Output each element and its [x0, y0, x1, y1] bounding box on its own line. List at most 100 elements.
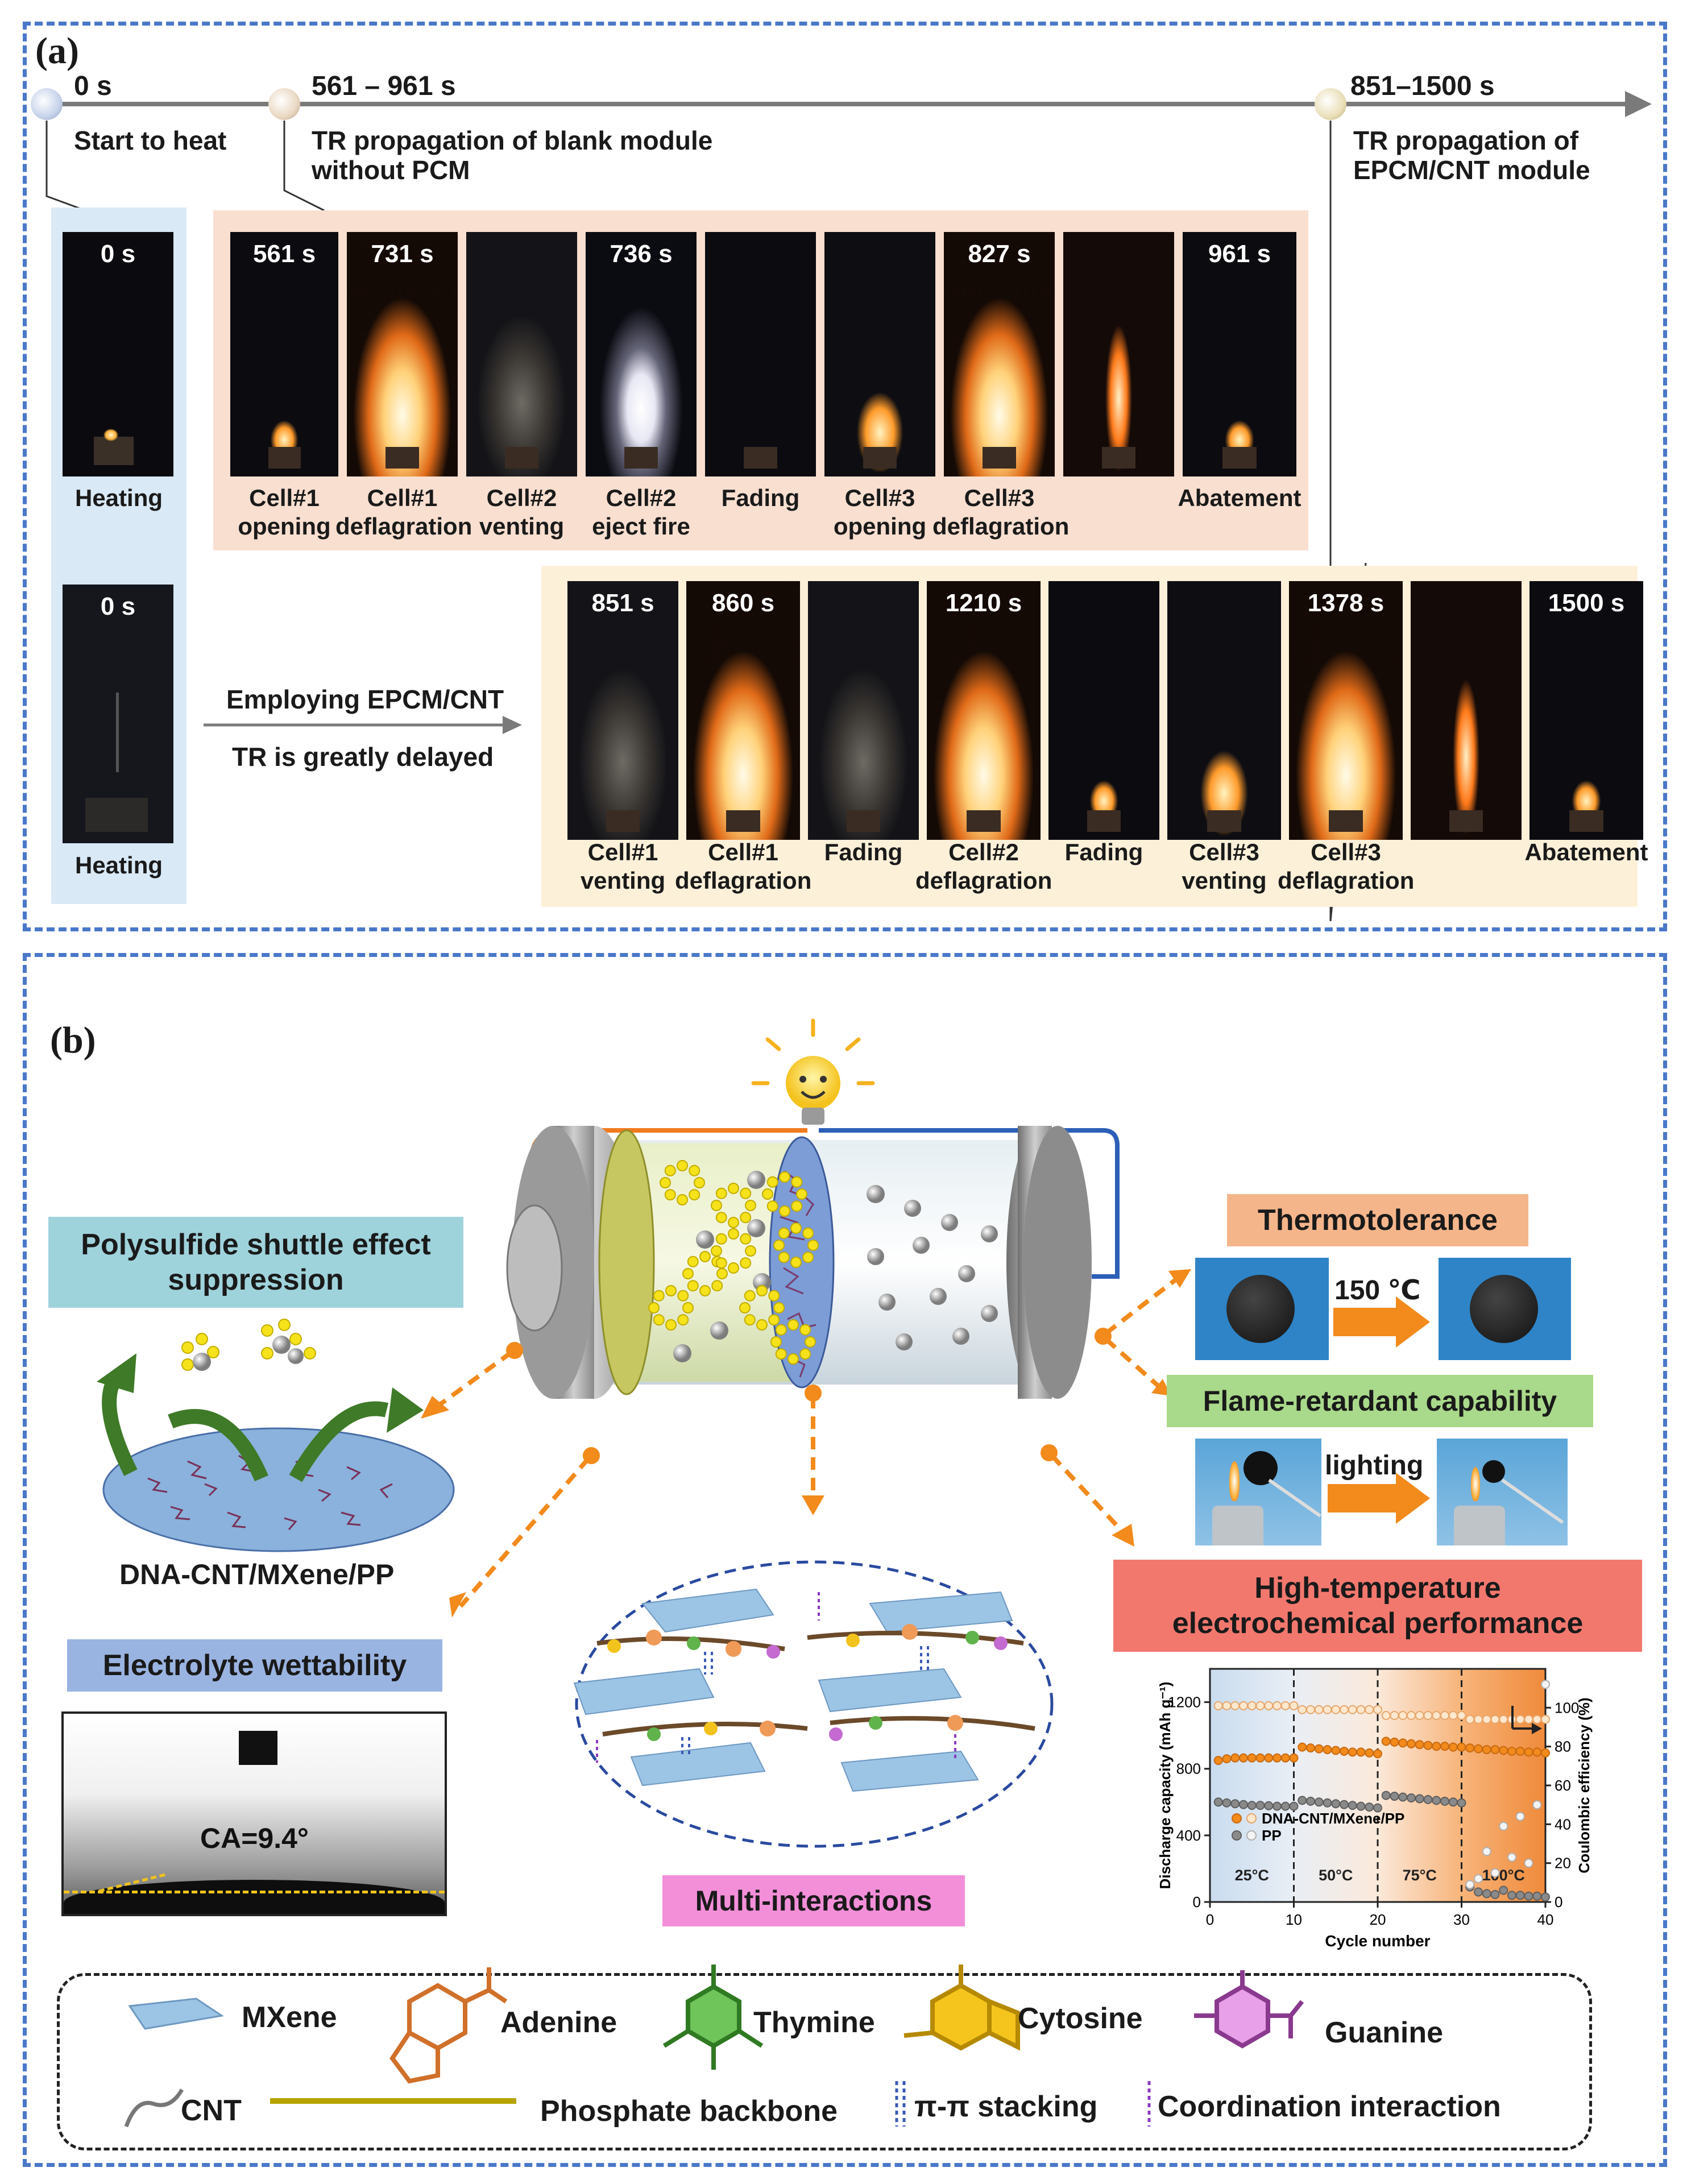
- flame-arrow-label: lighting: [1325, 1451, 1424, 1481]
- legend-phosphate: Phosphate backbone: [540, 2095, 838, 2128]
- row1-caption: deflagration: [335, 513, 472, 540]
- y2-tick-label: 40: [1555, 1816, 1571, 1833]
- polysulfide-atom: [807, 1240, 819, 1251]
- polysulfide-atom: [787, 1319, 799, 1331]
- polysulfide-atom: [687, 1280, 699, 1292]
- polysulfide-atom: [711, 1280, 723, 1292]
- guanine-icon: [1194, 1970, 1304, 2049]
- polysulfide-atom: [665, 1285, 677, 1296]
- x-tick-label: 30: [1453, 1911, 1470, 1928]
- timeline-desc-1b: without PCM: [312, 155, 470, 185]
- fire-visual: [1411, 581, 1522, 840]
- fire-visual: [1183, 232, 1296, 476]
- polysulfide-atom: [779, 1205, 790, 1217]
- row1-photo: [824, 232, 935, 476]
- legend-marker: [1246, 1830, 1257, 1841]
- polysulfide-atom: [682, 1268, 694, 1279]
- polysulfide-atom: [787, 1353, 799, 1365]
- row1-timestamp: 561 s: [252, 240, 316, 268]
- polysulfide-atom: [762, 1188, 773, 1200]
- polysulfide-atom: [768, 1290, 780, 1302]
- data-point: [1515, 1812, 1525, 1821]
- timeline-desc-1a: TR propagation of blank module: [312, 126, 713, 155]
- flame-after-image: [1437, 1439, 1568, 1545]
- row1-photo: 961 s: [1183, 232, 1296, 476]
- separator-label: DNA-CNT/MXene/PP: [119, 1559, 395, 1590]
- y2-tick-label: 20: [1555, 1855, 1571, 1872]
- x-axis-label: Cycle number: [1325, 1932, 1430, 1950]
- data-point: [1507, 1853, 1516, 1862]
- data-point: [1289, 1801, 1299, 1811]
- polysulfide-atom: [766, 1200, 778, 1212]
- timeline-time-2: 851–1500 s: [1350, 71, 1495, 101]
- row2-caption: Fading: [824, 839, 903, 865]
- row2-caption: deflagration: [675, 867, 812, 894]
- data-point: [1373, 1705, 1382, 1714]
- row1-photo: 827 s: [944, 232, 1055, 476]
- polysulfide-atom: [740, 1233, 752, 1245]
- row2-caption: venting: [580, 867, 666, 894]
- battery-module: [726, 810, 760, 832]
- data-point: [1457, 1711, 1466, 1720]
- row2-photo: 1500 s: [1530, 581, 1643, 840]
- polysulfide-atom: [728, 1228, 739, 1240]
- polysulfide-atom: [740, 1257, 752, 1269]
- polysulfide-atom: [715, 1233, 727, 1245]
- legend-adenine: Adenine: [500, 2006, 617, 2039]
- polysulfide-atom: [653, 1314, 665, 1326]
- row1-caption: eject fire: [592, 513, 690, 540]
- epcm-arrow-text-top: Employing EPCM/CNT: [226, 685, 504, 714]
- row2-caption: Fading: [1064, 839, 1143, 865]
- polysulfide-atom: [791, 1176, 803, 1188]
- legend-guanine: Guanine: [1325, 2016, 1444, 2049]
- polysulfide-atom: [778, 1251, 790, 1263]
- polysulfide-atom: [653, 1290, 665, 1302]
- cnt-icon: [124, 2088, 184, 2128]
- row2-caption: Cell#1: [708, 839, 778, 865]
- polysulfide-atom: [665, 1319, 677, 1331]
- y2-tick-label: 60: [1555, 1777, 1571, 1794]
- polysulfide-atom: [745, 1200, 756, 1211]
- light-bulb-icon: [751, 1018, 875, 1125]
- timeline-desc-2b: EPCM/CNT module: [1353, 155, 1590, 185]
- row2-timestamp: 1378 s: [1307, 589, 1385, 617]
- legend-cytosine: Cytosine: [1018, 2002, 1143, 2035]
- row1-photo: [705, 232, 816, 476]
- data-point: [1490, 1889, 1500, 1899]
- data-point: [1499, 1885, 1508, 1895]
- row1-caption: Cell#2: [606, 484, 677, 511]
- contact-angle-image: CA=9.4°: [61, 1711, 447, 1916]
- y2-tick-label: 0: [1555, 1893, 1562, 1911]
- row2-photo: 1378 s: [1289, 581, 1403, 840]
- row2-photo: 860 s: [686, 581, 800, 840]
- fire-visual: [686, 581, 800, 840]
- fire-visual: [1048, 581, 1159, 840]
- y-tick-label: 400: [1176, 1827, 1201, 1844]
- data-point: [1541, 1714, 1550, 1724]
- battery-module: [268, 447, 301, 469]
- data-point: [1289, 1701, 1299, 1710]
- polysulfide-atom: [689, 1189, 701, 1201]
- y2-tick-label: 100: [1555, 1699, 1579, 1716]
- x-tick-label: 0: [1206, 1911, 1214, 1928]
- polysulfide-atom: [711, 1245, 722, 1257]
- polysulfide-atom: [796, 1188, 807, 1200]
- polysulfide-atom: [802, 1251, 814, 1263]
- polysulfide-atom: [728, 1217, 739, 1228]
- heating-caption-top: Heating: [74, 484, 163, 511]
- panel-b: [23, 953, 1667, 2167]
- row2-photo: 851 s: [567, 581, 678, 840]
- row2-photo: 1210 s: [927, 581, 1041, 840]
- fire-visual: [586, 232, 697, 476]
- panel-a-label: (a): [35, 30, 79, 72]
- battery-module: [624, 447, 658, 469]
- row2-timestamp: 1500 s: [1548, 589, 1625, 617]
- fire-visual: [808, 581, 919, 840]
- fire-visual: [1289, 581, 1403, 840]
- panel-b-label: (b): [50, 1020, 96, 1061]
- polysulfide-atom: [766, 1176, 778, 1188]
- fire-visual: [1530, 581, 1643, 840]
- y2-axis-label: Coulombic efficiency (%): [1576, 1697, 1593, 1873]
